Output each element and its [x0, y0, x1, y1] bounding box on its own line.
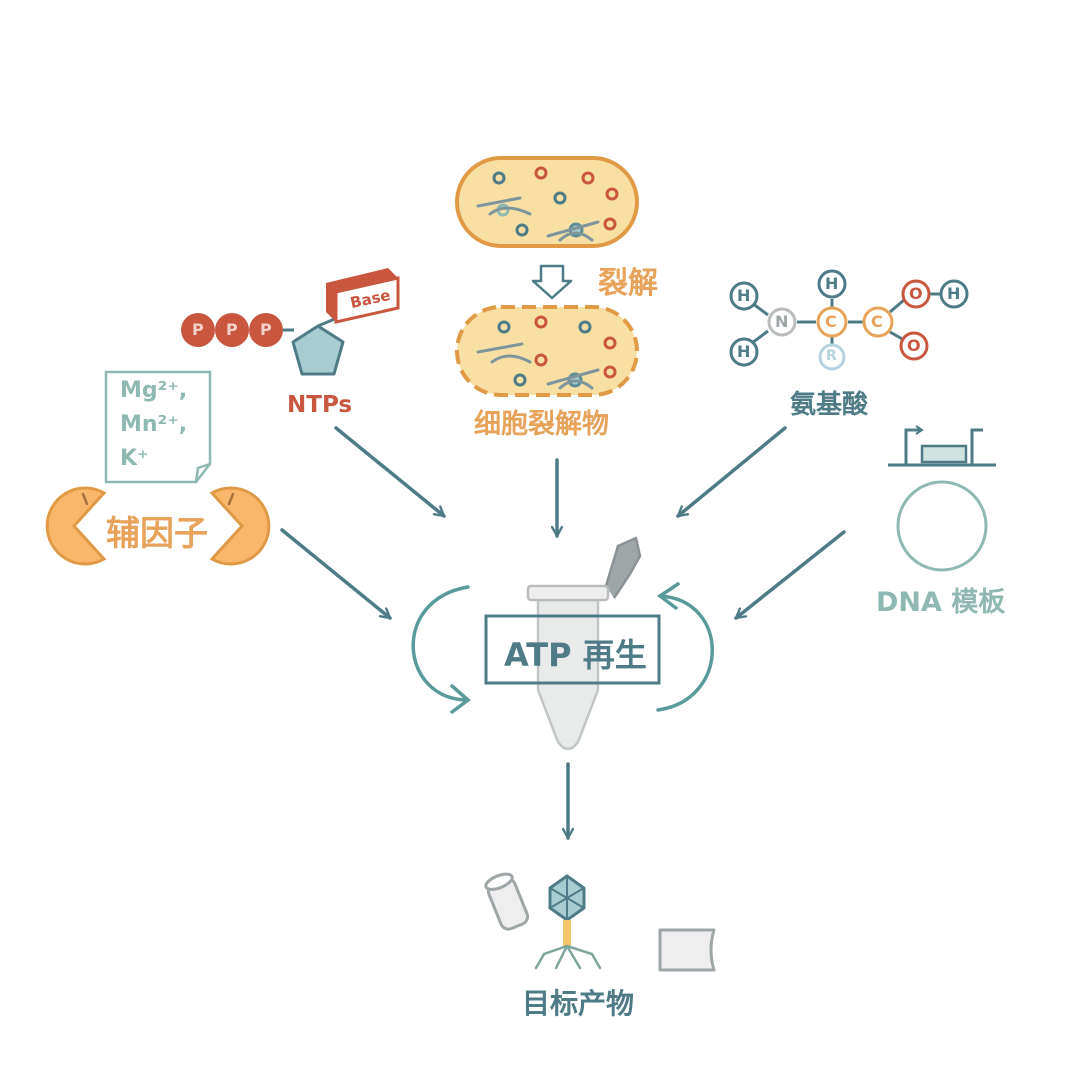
atp-regeneration-label: ATP 再生 [504, 636, 647, 674]
intact-cell-icon [455, 156, 639, 248]
cell-lysate-label: 细胞裂解物 [474, 409, 609, 440]
input-arrows [280, 426, 846, 838]
atom-o-2: O [907, 336, 921, 355]
reaction-tube-icon [526, 536, 642, 751]
ntp-molecule-icon [181, 268, 400, 376]
target-product-icons [484, 872, 716, 972]
atom-h-3: H [825, 274, 839, 293]
arrow-cofactor [280, 528, 390, 620]
cycle-arrows [411, 582, 714, 714]
atom-r: R [826, 348, 837, 364]
phosphate-label-1: P [192, 320, 204, 339]
atom-h-1: H [737, 286, 751, 305]
cell-lysate-icon [455, 305, 639, 397]
phosphate-label-2: P [226, 320, 238, 339]
cell-lysis-label: 裂解 [598, 266, 658, 301]
phosphate-label-3: P [260, 320, 272, 339]
base-box-icon [326, 268, 400, 324]
dna-template-label: DNA 模板 [876, 587, 1006, 618]
atom-o-1: O [909, 284, 923, 303]
atom-n: N [775, 312, 789, 331]
lysis-arrow-icon [531, 264, 573, 300]
ion-k-label: K⁺ [120, 446, 149, 471]
bacteriophage-icon [534, 874, 602, 970]
arrow-amino-acid [678, 426, 787, 518]
arrow-dna [736, 530, 846, 620]
atom-h-2: H [737, 342, 751, 361]
ion-mg-label: Mg²⁺, [120, 378, 188, 403]
ntps-label: NTPs [287, 392, 353, 418]
amino-acid-label: 氨基酸 [790, 390, 869, 420]
cofactor-label: 辅因子 [106, 514, 208, 554]
amino-acid-icon [729, 269, 969, 371]
atom-c-2: C [871, 312, 883, 331]
atom-h-4: H [947, 284, 961, 303]
target-product-label: 目标产物 [522, 987, 635, 1020]
atp-regeneration-box [484, 614, 661, 685]
ion-mn-label: Mn²⁺, [120, 412, 188, 437]
ion-note-icon [104, 370, 212, 484]
arrow-ntps [334, 426, 444, 518]
cofactor-pacman-icons [45, 486, 271, 566]
atom-c-1: C [825, 312, 837, 331]
dna-template-icon [888, 425, 996, 572]
